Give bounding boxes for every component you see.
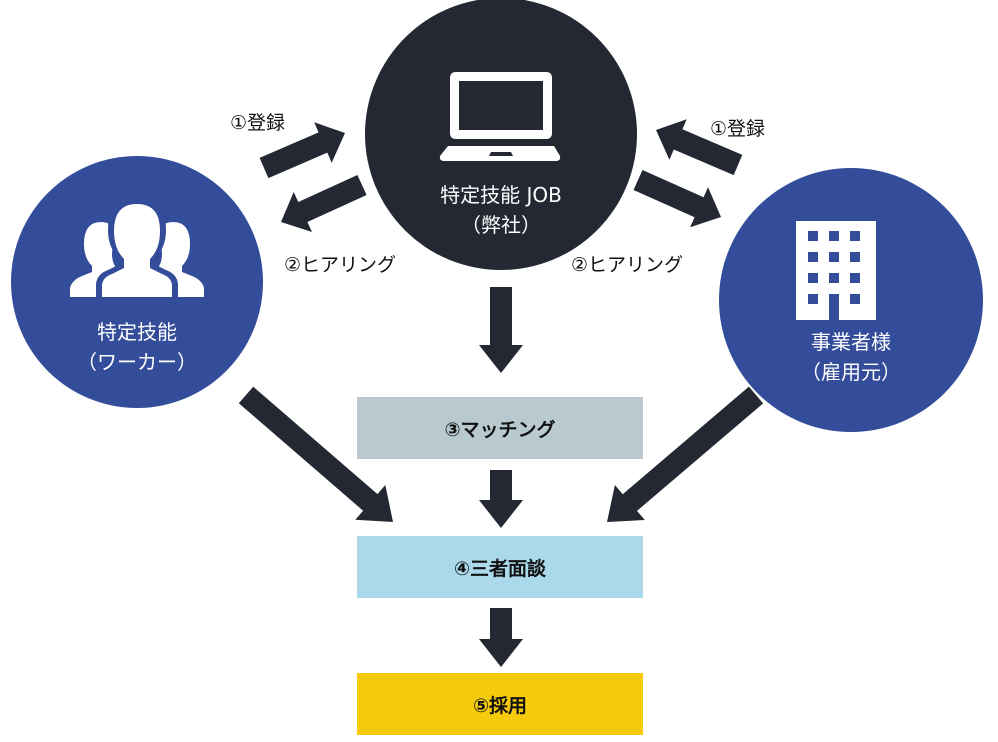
building-door	[829, 294, 839, 320]
step-hiring-box: ⑤採用	[357, 673, 643, 735]
building-window	[829, 231, 839, 241]
arrow-worker-register	[259, 122, 345, 179]
building-window	[850, 231, 860, 241]
people-group-icon	[70, 198, 204, 297]
building-window	[829, 252, 839, 262]
building-window	[808, 294, 818, 304]
step-matching-box: ③マッチング	[357, 397, 643, 459]
building-window	[850, 252, 860, 262]
worker-hearing-label: ②ヒアリング	[284, 254, 397, 276]
building-window	[850, 273, 860, 283]
step-interview-box: ④三者面談	[357, 536, 643, 598]
arrow-interview-to-hiring	[479, 608, 523, 667]
building-window	[808, 231, 818, 241]
worker-node-label: 特定技能 （ワーカー）	[37, 317, 237, 377]
arrow-matching-to-interview	[479, 470, 523, 528]
building-window	[808, 252, 818, 262]
office-building-icon	[796, 221, 876, 320]
worker-node-subtitle: （ワーカー）	[77, 350, 197, 374]
worker-register-label: ①登録	[230, 112, 286, 134]
center-node-title: 特定技能 JOB	[440, 183, 562, 207]
step-hiring-label: ⑤採用	[472, 694, 528, 717]
arrow-center-to-matching	[479, 287, 523, 373]
worker-node-title: 特定技能	[97, 320, 177, 344]
step-interview-label: ④三者面談	[453, 557, 547, 580]
building-window	[850, 294, 860, 304]
laptop-icon	[439, 72, 561, 161]
arrow-employer-to-interview	[607, 386, 764, 522]
employer-node-subtitle: （雇用元）	[801, 360, 901, 384]
employer-node-title: 事業者様	[811, 330, 891, 354]
arrow-employer-register	[656, 119, 743, 176]
building-window	[829, 273, 839, 283]
center-node-label: 特定技能 JOB （弊社）	[401, 180, 601, 240]
center-node-subtitle: （弊社）	[461, 213, 541, 237]
arrow-employer-hearing	[633, 170, 721, 228]
arrow-worker-to-interview	[238, 386, 393, 522]
employer-node-label: 事業者様 （雇用元）	[751, 327, 951, 387]
employer-hearing-label: ②ヒアリング	[571, 254, 684, 276]
employer-register-label: ①登録	[710, 118, 766, 140]
step-matching-label: ③マッチング	[444, 418, 556, 441]
building-window	[808, 273, 818, 283]
arrow-worker-hearing	[281, 175, 367, 232]
